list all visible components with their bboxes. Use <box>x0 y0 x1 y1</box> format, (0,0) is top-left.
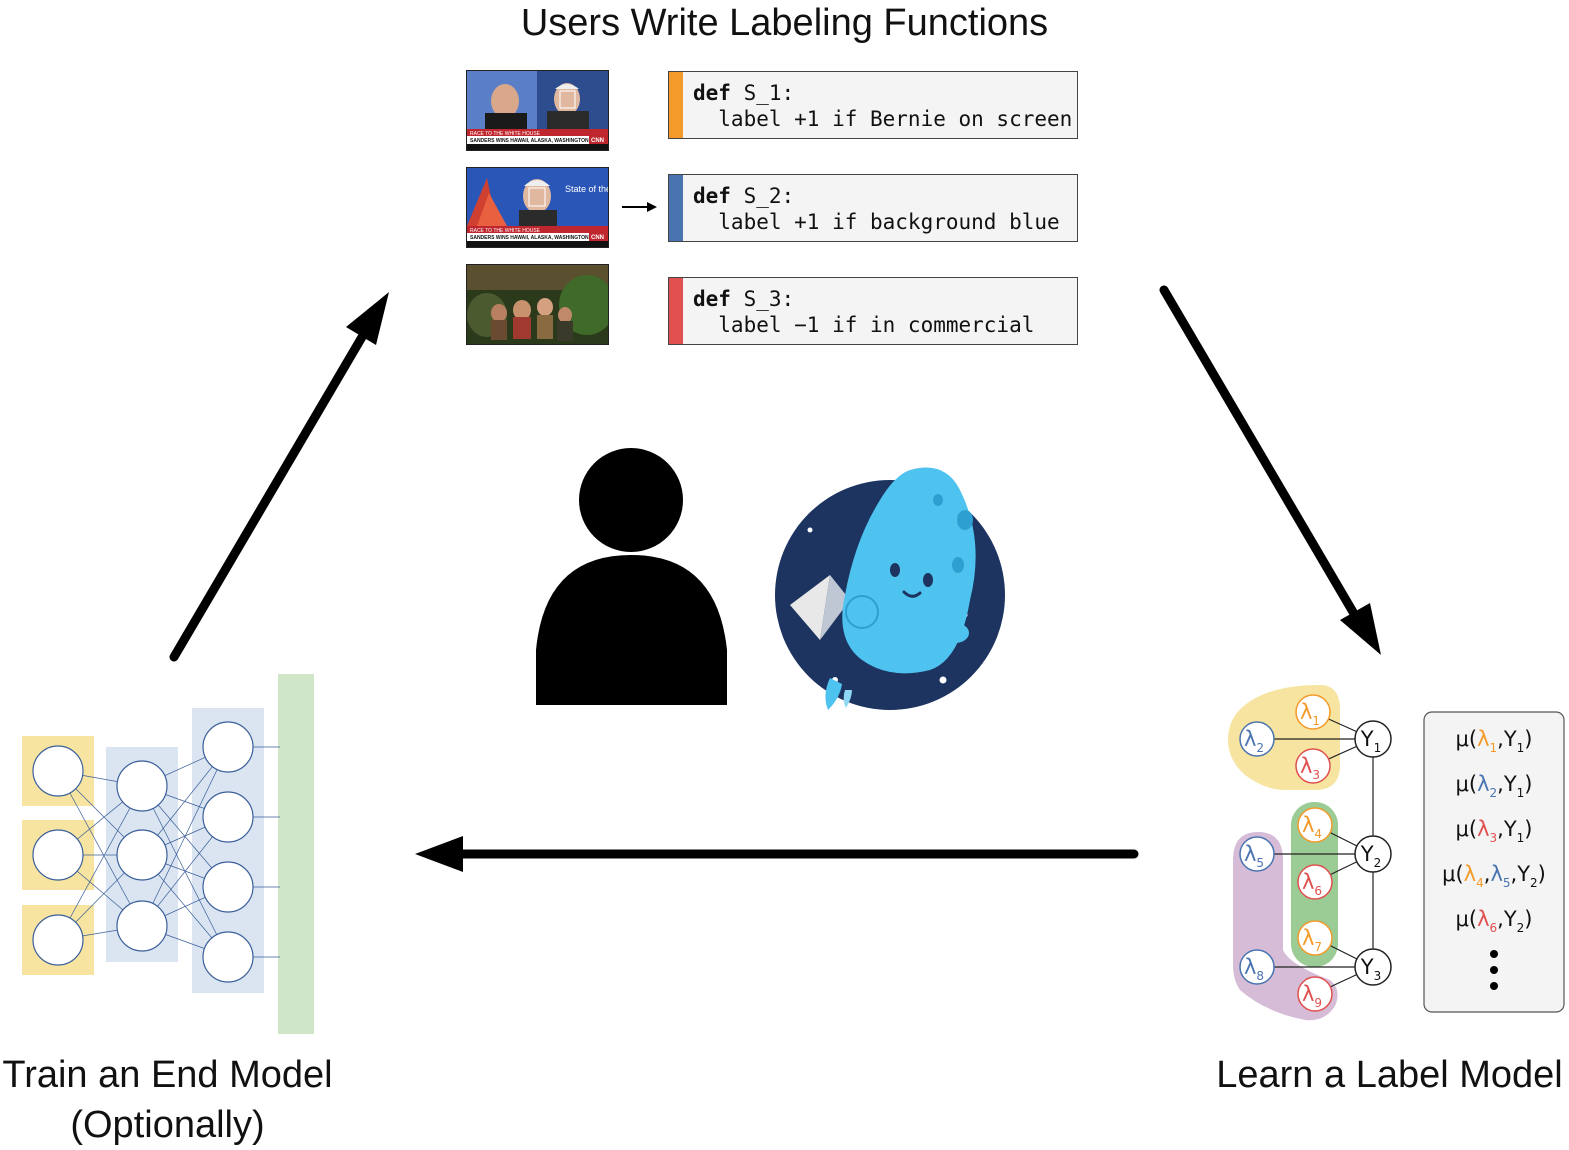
step-label-label-model: Learn a Label Model <box>1216 1054 1563 1096</box>
parameter-mu-2: μ(λ2​,Y1​) <box>1456 772 1533 800</box>
arrow-to-users <box>169 292 389 662</box>
thumb-show-title: State of the UNION <box>565 184 608 194</box>
lf-body: label −1 if in commercial <box>693 313 1035 337</box>
lambda-node-6: λ6​ <box>1302 870 1322 898</box>
neural-network <box>22 674 314 1034</box>
labeling-function-s1: def S_1: label +1 if Bernie on screen <box>668 71 1078 139</box>
lambda-node-1: λ1​ <box>1300 700 1320 728</box>
page-title: Users Write Labeling Functions <box>520 2 1049 44</box>
thumb-banner: RACE TO THE WHITE HOUSE <box>470 131 541 137</box>
label-model-graph: λ1​ λ2​ λ3​ λ4​ λ5​ λ6​ λ7​ λ8​ λ9​ Y1​ … <box>1228 685 1392 1021</box>
lf-name: S_3: <box>743 287 795 311</box>
ellipsis-dot <box>1490 966 1498 974</box>
lambda-node-8: λ8​ <box>1244 955 1264 983</box>
parameter-mu-1: μ(λ1​,Y1​) <box>1456 727 1533 755</box>
lambda-node-5: λ5​ <box>1244 842 1264 870</box>
lambda-node-7: λ7​ <box>1302 926 1322 954</box>
y-node-3: Y3​ <box>1360 955 1381 983</box>
parameter-box: μ(λ1​,Y1​) μ(λ2​,Y1​) μ(λ3​,Y1​) μ(λ4​,λ… <box>1423 711 1565 1013</box>
lf-color-bar <box>669 72 683 138</box>
video-frame-3 <box>466 264 609 345</box>
lambda-node-3: λ3​ <box>1300 754 1320 782</box>
ellipsis-dot <box>1490 982 1498 990</box>
ellipsis-dot <box>1490 950 1498 958</box>
thumb-banner: RACE TO THE WHITE HOUSE <box>470 228 541 234</box>
lambda-node-4: λ4​ <box>1302 813 1322 841</box>
lf-name: S_1: <box>743 81 795 105</box>
squid-mascot-icon <box>775 467 1005 710</box>
thumb-channel: CNN <box>591 235 604 241</box>
thumb-lower-third: SANDERS WINS HAWAII, ALASKA, WASHINGTON <box>470 235 589 241</box>
lf-name: S_2: <box>743 184 795 208</box>
lambda-node-2: λ2​ <box>1244 727 1264 755</box>
arrow-to-label-model <box>1159 285 1381 655</box>
user-icon <box>536 448 727 705</box>
labeling-function-s2: def S_2: label +1 if background blue <box>668 174 1078 242</box>
lf-keyword: def <box>693 81 731 105</box>
parameter-mu-3: μ(λ3​,Y1​) <box>1456 817 1533 845</box>
thumb-lower-third: SANDERS WINS HAWAII, ALASKA, WASHINGTON <box>470 138 589 144</box>
parameter-mu-4: μ(λ4​,λ5​,Y2​) <box>1442 862 1546 890</box>
lf-body: label +1 if background blue <box>693 210 1060 234</box>
arrow-to-end-model <box>415 836 1139 872</box>
step-label-line1: Train an End Model <box>2 1054 333 1096</box>
lf-body: label +1 if Bernie on screen <box>693 107 1073 131</box>
small-arrow <box>622 202 657 212</box>
lf-color-bar <box>669 175 683 241</box>
step-label-end-model: Train an End Model (Optionally) <box>0 1050 335 1150</box>
video-frame-1: RACE TO THE WHITE HOUSE SANDERS WINS HAW… <box>466 70 609 151</box>
lambda-node-9: λ9​ <box>1302 982 1322 1010</box>
thumb-channel: CNN <box>591 138 604 144</box>
step-label-line2: (Optionally) <box>70 1104 265 1146</box>
lf-color-bar <box>669 278 683 344</box>
labeling-function-s3: def S_3: label −1 if in commercial <box>668 277 1078 345</box>
parameter-mu-5: μ(λ6​,Y2​) <box>1456 907 1533 935</box>
lf-keyword: def <box>693 287 731 311</box>
y-node-2: Y2​ <box>1360 842 1381 870</box>
lf-keyword: def <box>693 184 731 208</box>
y-node-1: Y1​ <box>1360 727 1381 755</box>
video-frame-2: State of the UNION RACE TO THE WHITE HOU… <box>466 167 609 248</box>
